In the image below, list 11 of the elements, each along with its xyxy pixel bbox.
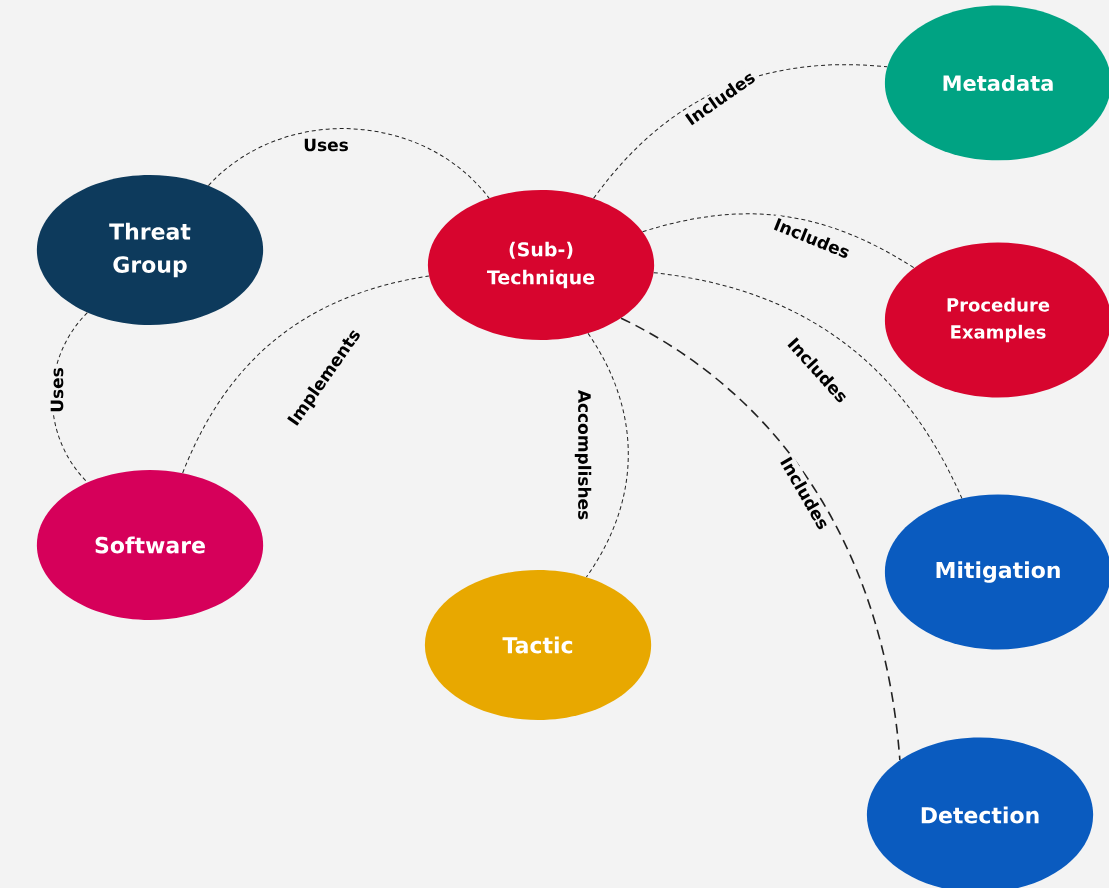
ellipse-node: Threat Group bbox=[36, 175, 264, 325]
dashed-connector bbox=[207, 128, 490, 199]
dashed-connector bbox=[642, 213, 915, 269]
dashed-connector bbox=[653, 272, 963, 499]
ellipse-node: (Sub-) Technique bbox=[427, 190, 655, 340]
dashed-connector bbox=[620, 317, 901, 761]
dashed-connector bbox=[585, 332, 629, 578]
ellipse-node: Software bbox=[36, 470, 264, 620]
dashed-connector bbox=[593, 64, 888, 199]
dashed-connector bbox=[182, 275, 430, 474]
ellipse-node: Tactic bbox=[424, 570, 652, 720]
